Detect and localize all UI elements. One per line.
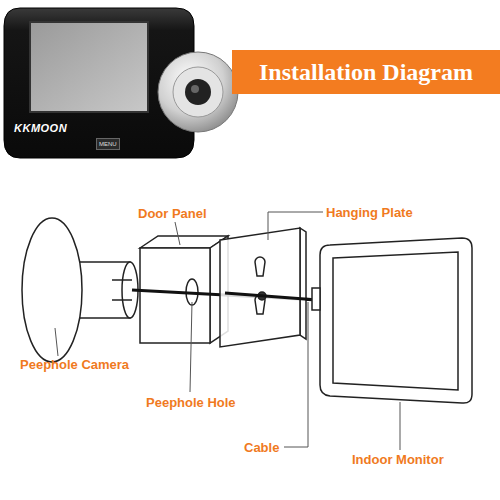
monitor-screen <box>30 22 148 112</box>
leader-line <box>175 222 180 245</box>
screw-line <box>112 279 132 281</box>
leader-line <box>400 402 401 450</box>
monitor-screen <box>333 252 458 390</box>
cable <box>225 293 318 300</box>
part-label: Indoor Monitor <box>352 452 444 467</box>
indoor-monitor <box>320 238 472 403</box>
door-panel-front <box>140 248 210 343</box>
button-label: MENU <box>96 138 120 150</box>
leader-line <box>268 212 323 240</box>
leader-line <box>284 302 308 447</box>
diagram-title: Installation Diagram <box>259 59 473 86</box>
monitor-socket <box>312 288 320 310</box>
part-label: Hanging Plate <box>326 205 413 220</box>
part-label: Peephole Camera <box>20 357 129 372</box>
lens-face <box>173 67 223 117</box>
leader-line <box>190 302 192 392</box>
camera-flange <box>22 218 82 362</box>
part-label: Cable <box>244 440 279 455</box>
lens-glass <box>185 79 211 105</box>
part-label: Peephole Hole <box>146 395 236 410</box>
lens-glint <box>191 85 199 93</box>
part-label: Door Panel <box>138 206 207 221</box>
brand-logo: KKMOON <box>14 121 67 136</box>
lens-ring <box>158 52 238 132</box>
keyhole-slot <box>255 257 265 276</box>
title-banner: Installation Diagram <box>232 50 500 94</box>
hanging-plate <box>220 228 300 347</box>
leader-line <box>55 328 58 356</box>
screw-line <box>112 299 132 301</box>
plate-edge <box>300 228 306 339</box>
